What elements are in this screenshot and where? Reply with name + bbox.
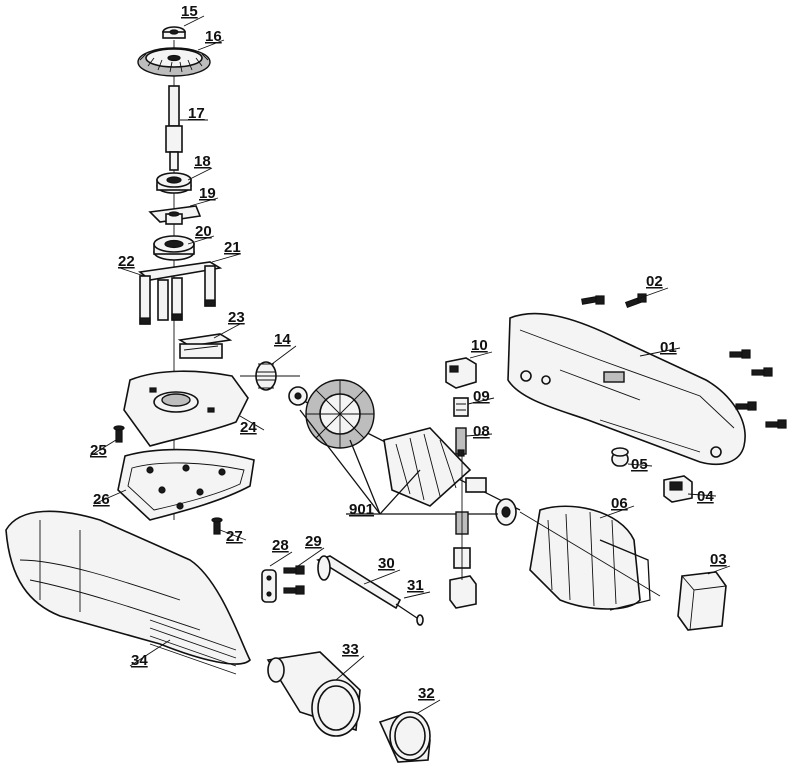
part-30-cable-protector: [316, 555, 402, 610]
label-01: 01: [660, 339, 677, 356]
part-04-switch: [663, 475, 693, 503]
label-29: 29: [305, 533, 322, 550]
label-30: 30: [378, 555, 395, 572]
part-27-screw: [211, 517, 223, 535]
part-29-screws: [283, 565, 305, 595]
label-05: 05: [631, 456, 648, 473]
part-10-brush-holder: [445, 357, 477, 389]
label-23: 23: [228, 309, 245, 326]
label-32: 32: [418, 685, 435, 702]
label-24: 24: [240, 419, 257, 436]
part-34-front-housing: [5, 510, 251, 675]
part-31-power-cable: [395, 603, 424, 626]
part-labels: 15 16 17 18 19 20 21 22 23 24 25 26 27 2…: [89, 3, 731, 715]
label-14: 14: [274, 331, 291, 348]
part-05-bushing: [611, 447, 629, 467]
part-03-cover-plate: [677, 571, 727, 631]
part-20-bearing: [153, 235, 195, 261]
part-28-cable-clamp: [261, 569, 277, 603]
label-34: 34: [131, 652, 148, 669]
label-06: 06: [611, 495, 628, 512]
part-02-screws: [581, 293, 787, 429]
part-15-nut: [162, 26, 186, 39]
label-33: 33: [342, 641, 359, 658]
label-10: 10: [471, 337, 488, 354]
label-02: 02: [646, 273, 663, 290]
label-31: 31: [407, 577, 424, 594]
part-19-eccentric: [148, 205, 202, 225]
part-06-stator-field: [519, 505, 661, 611]
part-21-22-bracket: [138, 261, 223, 325]
part-17-spindle-shaft: [165, 85, 183, 171]
part-901-leader-lines: [299, 409, 498, 515]
label-19: 19: [199, 185, 216, 202]
part-16-bevel-gear: [137, 47, 211, 77]
part-18-bearing: [156, 172, 192, 194]
part-09-brush-spring: [453, 397, 469, 417]
label-26: 26: [93, 491, 110, 508]
part-08-carbon-brush: [455, 427, 467, 457]
part-33-dust-adapter: [266, 651, 361, 737]
label-20: 20: [195, 223, 212, 240]
part-23-dust-holder: [177, 333, 233, 359]
part-brush-lower-set: [449, 456, 477, 609]
label-28: 28: [272, 537, 289, 554]
part-25-screw: [113, 425, 125, 443]
label-04: 04: [697, 488, 714, 505]
part-24-sanding-pad-base: [123, 370, 249, 447]
part-32-adapter-ring: [378, 711, 431, 763]
label-17: 17: [188, 105, 205, 122]
part-14-pinion-gear: [240, 361, 300, 391]
label-901: 901: [349, 501, 374, 518]
part-26-sanding-pad: [117, 448, 255, 521]
label-16: 16: [205, 28, 222, 45]
label-03: 03: [710, 551, 727, 568]
label-22: 22: [118, 253, 135, 270]
label-27: 27: [226, 528, 243, 545]
part-01-housing-half: [507, 312, 746, 466]
label-15: 15: [181, 3, 198, 20]
label-21: 21: [224, 239, 241, 256]
label-08: 08: [473, 423, 490, 440]
label-25: 25: [90, 442, 107, 459]
label-09: 09: [473, 388, 490, 405]
label-18: 18: [194, 153, 211, 170]
